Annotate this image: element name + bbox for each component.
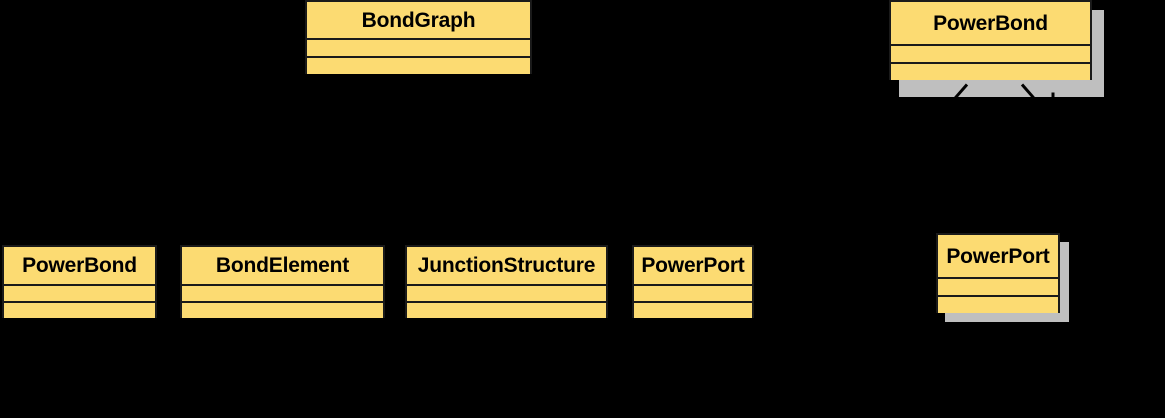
uml-class-powerbond-bottom[interactable]: PowerBond (2, 245, 157, 318)
uml-operations-compartment-powerport-right (938, 295, 1058, 313)
uml-operations-compartment-bondgraph (307, 56, 530, 74)
uml-class-powerport-bottom[interactable]: PowerPort (632, 245, 754, 318)
uml-class-bondgraph[interactable]: BondGraph (305, 0, 532, 74)
uml-class-bondelement[interactable]: BondElement (180, 245, 385, 318)
uml-class-name-powerport-bottom: PowerPort (641, 254, 745, 277)
uml-attributes-compartment-junctionstructure (407, 284, 606, 301)
uml-class-powerport-right[interactable]: PowerPort (936, 233, 1060, 313)
connector-conn-tick (1051, 92, 1055, 101)
uml-class-name-powerbond-bottom: PowerBond (22, 254, 137, 277)
uml-class-name-bondgraph: BondGraph (361, 8, 476, 32)
uml-operations-compartment-powerbond-top (891, 62, 1090, 80)
uml-class-name-powerbond-top: PowerBond (933, 11, 1048, 35)
uml-class-name-powerport-right: PowerPort (946, 244, 1050, 268)
uml-attributes-compartment-bondgraph (307, 38, 530, 56)
uml-operations-compartment-powerport-bottom (634, 301, 752, 318)
uml-class-name-bondelement: BondElement (215, 254, 350, 277)
uml-attributes-compartment-powerbond-bottom (4, 284, 155, 301)
uml-attributes-compartment-powerport-right (938, 277, 1058, 295)
uml-class-powerbond-top[interactable]: PowerBond (889, 0, 1092, 80)
uml-operations-compartment-bondelement (182, 301, 383, 318)
uml-operations-compartment-powerbond-bottom (4, 301, 155, 318)
uml-attributes-compartment-bondelement (182, 284, 383, 301)
uml-class-name-junctionstructure: JunctionStructure (417, 254, 596, 277)
uml-class-junctionstructure[interactable]: JunctionStructure (405, 245, 608, 318)
uml-attributes-compartment-powerbond-top (891, 44, 1090, 62)
uml-attributes-compartment-powerport-bottom (634, 284, 752, 301)
uml-operations-compartment-junctionstructure (407, 301, 606, 318)
